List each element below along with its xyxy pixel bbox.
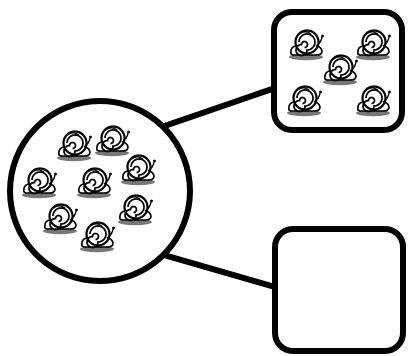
connector-line-to-top-part bbox=[147, 85, 278, 134]
connector-line-to-bottom-part bbox=[147, 248, 278, 290]
part-box-bottom-empty bbox=[272, 226, 406, 354]
